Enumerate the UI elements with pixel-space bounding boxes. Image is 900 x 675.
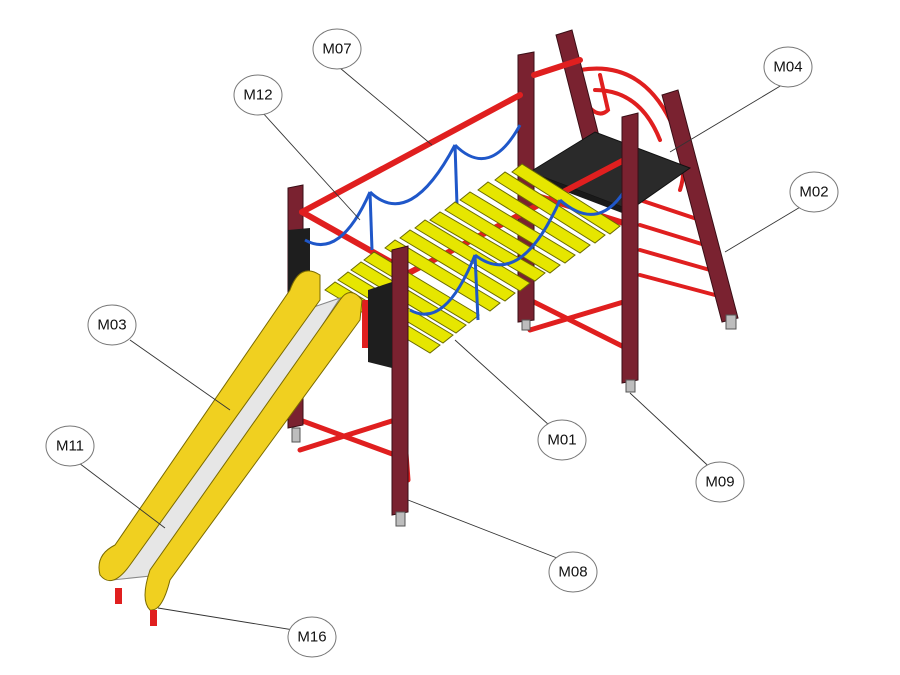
callout-m01-label: M01 bbox=[547, 432, 576, 449]
leader-m02 bbox=[724, 199, 813, 253]
structure-drawing bbox=[98, 29, 739, 626]
callout-m04-label: M04 bbox=[773, 59, 802, 76]
callout-m16: M16 bbox=[287, 616, 337, 658]
leader-m09 bbox=[629, 392, 719, 476]
callout-m03-label: M03 bbox=[97, 317, 126, 334]
leader-m12 bbox=[261, 111, 361, 221]
callout-m11-label: M11 bbox=[56, 438, 84, 455]
callout-m07: M07 bbox=[312, 28, 362, 70]
slide-right-rail bbox=[144, 292, 363, 611]
slide bbox=[98, 270, 363, 626]
front-posts bbox=[391, 112, 639, 516]
leader-m08 bbox=[407, 499, 576, 566]
post-feet bbox=[291, 314, 737, 527]
callout-m08: M08 bbox=[548, 551, 598, 593]
callout-m04: M04 bbox=[763, 46, 813, 88]
callout-m07-label: M07 bbox=[322, 41, 351, 58]
callout-m08-label: M08 bbox=[558, 564, 587, 581]
leader-m01 bbox=[454, 339, 561, 436]
callout-m09-label: M09 bbox=[705, 474, 734, 491]
callout-m02-label: M02 bbox=[799, 184, 828, 201]
leader-lines bbox=[74, 67, 813, 634]
leader-m11 bbox=[74, 459, 166, 529]
callout-m09: M09 bbox=[695, 461, 745, 503]
callout-m01: M01 bbox=[537, 419, 587, 461]
front-panel bbox=[368, 282, 392, 368]
leader-m03 bbox=[129, 339, 231, 411]
callout-m11: M11 bbox=[45, 425, 95, 467]
callout-m16-label: M16 bbox=[297, 629, 326, 646]
leader-m04 bbox=[669, 81, 788, 153]
slide-left-rail bbox=[98, 270, 321, 582]
callout-m03: M03 bbox=[87, 304, 137, 346]
callout-m12: M12 bbox=[233, 74, 283, 116]
platform bbox=[528, 131, 692, 211]
callout-m02: M02 bbox=[789, 171, 839, 213]
leader-m07 bbox=[339, 67, 433, 146]
leader-m16 bbox=[157, 607, 313, 634]
callout-m12-label: M12 bbox=[243, 87, 272, 104]
callouts: M07 M12 M04 M02 M03 M01 M09 M11 bbox=[45, 28, 839, 658]
rope-net-back bbox=[304, 124, 522, 251]
